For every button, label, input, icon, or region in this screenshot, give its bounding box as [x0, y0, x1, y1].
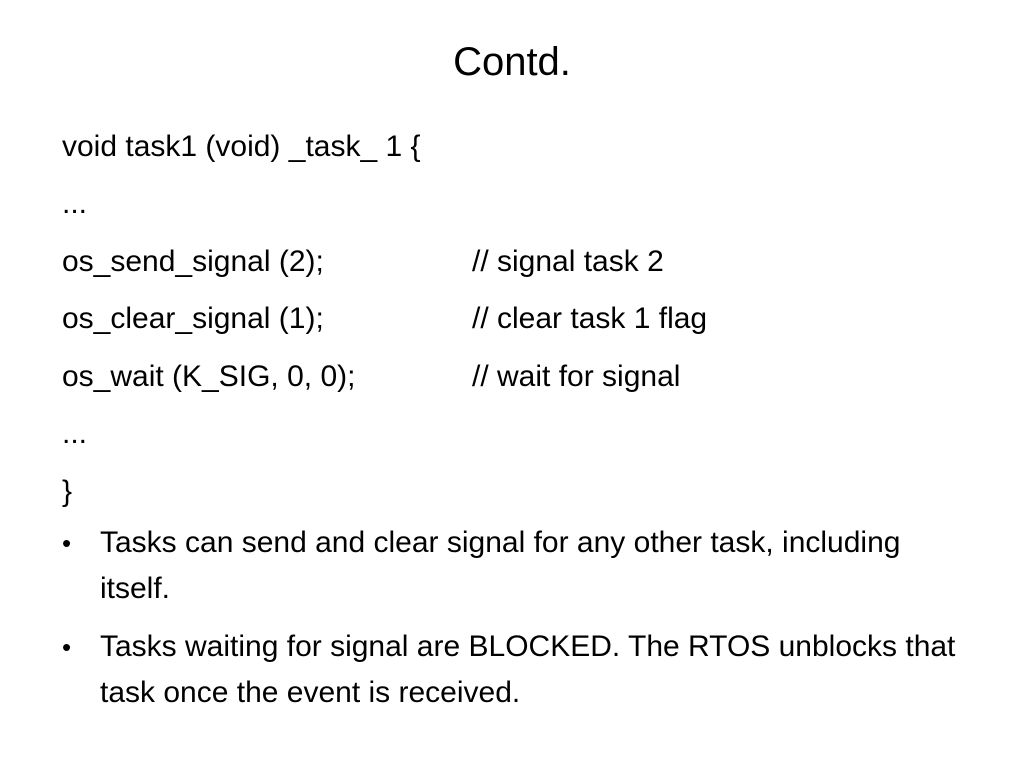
code-statement: os_clear_signal (1);: [62, 302, 324, 336]
code-line: ...: [62, 176, 962, 234]
code-statement: ...: [62, 187, 88, 221]
code-statement: os_send_signal (2);: [62, 244, 324, 278]
code-comment: // wait for signal: [472, 359, 681, 393]
bullet-text: Tasks can send and clear signal for any …: [100, 526, 901, 605]
bullet-item: • Tasks waiting for signal are BLOCKED. …: [62, 624, 962, 716]
code-line: os_clear_signal (1); // clear task 1 fla…: [62, 291, 962, 349]
bullet-item: • Tasks can send and clear signal for an…: [62, 520, 962, 612]
code-statement: ...: [62, 417, 88, 451]
bullet-icon: •: [62, 528, 72, 558]
code-statement: os_wait (K_SIG, 0, 0);: [62, 359, 356, 393]
code-statement: }: [62, 474, 73, 508]
code-line: ...: [62, 406, 962, 464]
code-comment: // clear task 1 flag: [472, 302, 708, 336]
code-line: }: [62, 463, 962, 521]
slide-title: Contd.: [453, 40, 571, 84]
code-line: os_wait (K_SIG, 0, 0); // wait for signa…: [62, 348, 962, 406]
code-statement: void task1 (void) _task_ 1 {: [62, 129, 421, 163]
bullet-text: Tasks waiting for signal are BLOCKED. Th…: [100, 630, 956, 709]
code-line: void task1 (void) _task_ 1 {: [62, 118, 962, 176]
code-line: os_send_signal (2); // signal task 2: [62, 233, 962, 291]
bullet-list: • Tasks can send and clear signal for an…: [62, 520, 962, 728]
code-comment: // signal task 2: [472, 244, 664, 278]
bullet-icon: •: [62, 632, 72, 662]
code-block: void task1 (void) _task_ 1 { ... os_send…: [62, 118, 962, 521]
